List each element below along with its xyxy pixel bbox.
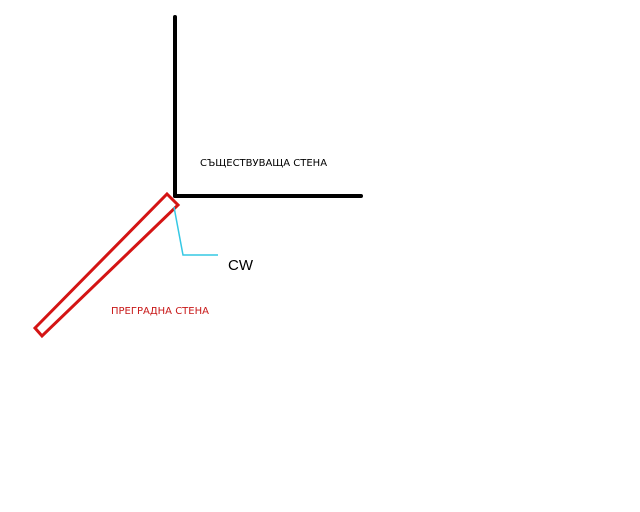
- cw-label: CW: [228, 257, 253, 274]
- existing-wall-label: СЪЩЕСТВУВАЩА СТЕНА: [200, 158, 328, 169]
- partition-wall-outline: [32, 191, 181, 339]
- partition-wall-label: ПРЕГРАДНА СТЕНА: [111, 306, 209, 317]
- cw-leader-line: [173, 206, 218, 256]
